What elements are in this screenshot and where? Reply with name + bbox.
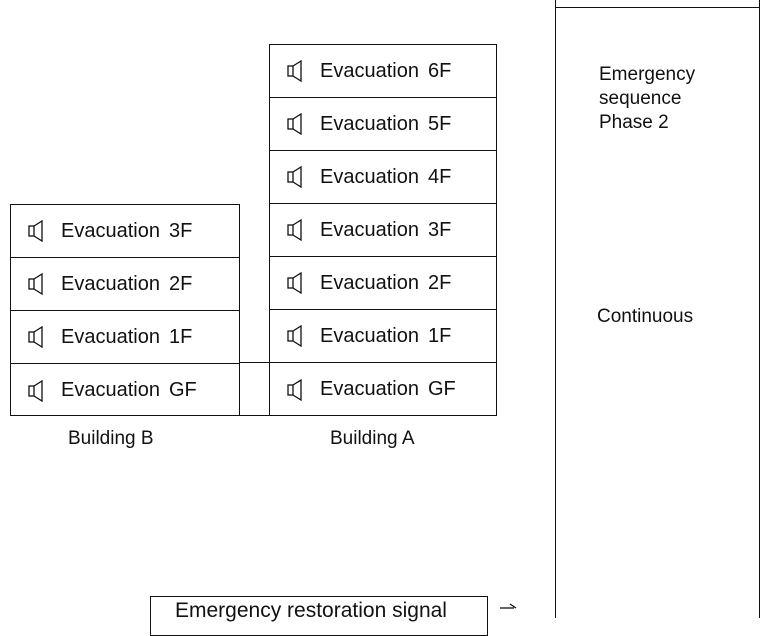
building-b-floor-2f: Evacuation 2F — [11, 258, 239, 311]
floor-label: Evacuation — [61, 272, 160, 295]
speaker-icon — [287, 272, 302, 294]
speaker-icon — [287, 378, 302, 401]
floor-label: Evacuation — [320, 165, 419, 188]
floor-number: 6F — [427, 59, 452, 82]
speaker-icon — [287, 166, 302, 188]
floor-number: 2F — [168, 272, 193, 295]
speaker-icon — [28, 273, 43, 295]
floor-number: 1F — [427, 324, 452, 347]
speaker-icon — [287, 219, 302, 241]
sequence-column-header-line — [555, 0, 760, 8]
floor-number: 3F — [168, 219, 193, 242]
continuous-label: Continuous — [597, 306, 694, 327]
floor-label: Evacuation — [61, 325, 160, 348]
floor-number: 2F — [427, 271, 452, 294]
building-a-floor-gf: Evacuation GF — [270, 363, 496, 416]
floor-label: Evacuation — [320, 218, 419, 241]
floor-label: Evacuation — [320, 112, 419, 135]
building-a-floor-2f: Evacuation 2F — [270, 257, 496, 310]
building-a-floor-6f: Evacuation 6F — [270, 45, 496, 98]
speaker-icon — [287, 325, 302, 347]
building-a-floor-5f: Evacuation 5F — [270, 98, 496, 151]
building-a-floor-4f: Evacuation 4F — [270, 151, 496, 204]
arrow-right-icon — [500, 603, 517, 609]
speaker-icon — [287, 60, 302, 82]
building-a: Evacuation 6F Evacuation 5F Evacuation 4… — [269, 44, 497, 416]
floor-label: Evacuation — [320, 324, 419, 347]
speaker-icon — [28, 220, 43, 242]
phase-line-2: sequence — [599, 88, 682, 109]
building-b: Evacuation 3F Evacuation 2F Evacuation 1… — [10, 204, 240, 416]
floor-label: Evacuation — [320, 271, 419, 294]
building-connector — [240, 362, 269, 416]
building-b-floor-1f: Evacuation 1F — [11, 311, 239, 364]
phase-line-1: Emergency — [599, 64, 696, 85]
building-b-floor-gf: Evacuation GF — [11, 364, 239, 417]
floor-number: 5F — [427, 112, 452, 135]
floor-label: Evacuation — [61, 219, 160, 242]
floor-number: 4F — [427, 165, 452, 188]
floor-number: GF — [168, 379, 197, 401]
floor-label: Evacuation — [320, 378, 419, 400]
building-b-floor-3f: Evacuation 3F — [11, 205, 239, 258]
building-a-floor-3f: Evacuation 3F — [270, 204, 496, 257]
building-a-caption: Building A — [330, 428, 415, 449]
building-a-floor-1f: Evacuation 1F — [270, 310, 496, 363]
phase-line-3: Phase 2 — [599, 112, 669, 133]
floor-label: Evacuation — [320, 59, 419, 82]
speaker-icon — [287, 113, 302, 135]
floor-number: 1F — [168, 325, 193, 348]
restoration-signal-box: Emergency restoration signal — [150, 596, 488, 636]
restoration-signal-label: Emergency restoration signal — [175, 599, 447, 622]
phase-label: Emergency sequence Phase 2 — [599, 63, 695, 135]
floor-number: 3F — [427, 218, 452, 241]
building-b-caption: Building B — [68, 428, 154, 449]
floor-number: GF — [427, 378, 456, 400]
speaker-icon — [28, 326, 43, 348]
floor-label: Evacuation — [61, 379, 160, 401]
speaker-icon — [28, 379, 43, 402]
